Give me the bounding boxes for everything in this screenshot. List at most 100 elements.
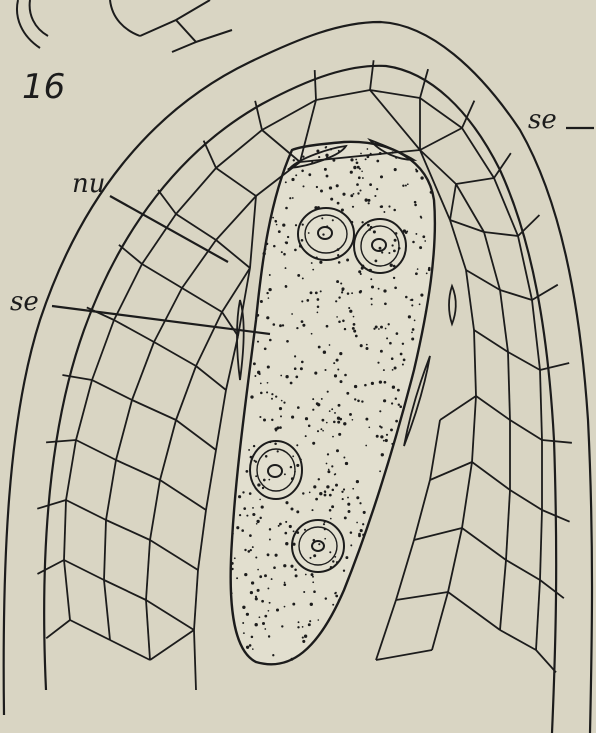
stipple-dot [311, 333, 313, 335]
stipple-dot [348, 307, 350, 309]
stipple-dot [255, 556, 257, 558]
stipple-dot [256, 314, 259, 317]
stipple-dot [334, 412, 336, 414]
stipple-dot [292, 455, 294, 457]
stipple-dot [383, 440, 385, 442]
stipple-dot [395, 397, 397, 399]
stipple-dot [282, 223, 285, 226]
stipple-dot [302, 640, 305, 643]
stipple-dot [361, 171, 363, 173]
stipple-dot [349, 310, 352, 313]
stipple-dot [296, 444, 298, 446]
stipple-dot [250, 591, 253, 594]
stipple-dot [264, 248, 266, 250]
stipple-dot [285, 267, 287, 269]
stipple-dot [242, 622, 244, 624]
stipple-dot [340, 282, 342, 284]
stipple-dot [251, 581, 254, 584]
stipple-dot [350, 158, 353, 161]
stipple-dot [232, 533, 234, 535]
stipple-dot [306, 299, 309, 302]
stipple-dot [264, 615, 267, 618]
stipple-dot [370, 153, 372, 155]
stipple-dot [312, 269, 314, 271]
stipple-dot [360, 290, 363, 293]
stipple-dot [337, 421, 340, 424]
stipple-dot [391, 443, 393, 445]
stipple-dot [320, 290, 322, 292]
stipple-dot [242, 606, 245, 609]
stipple-dot [274, 443, 277, 446]
stipple-dot [391, 402, 393, 404]
stipple-dot [360, 153, 362, 155]
stipple-dot [268, 635, 270, 637]
stipple-dot [238, 495, 241, 498]
stipple-dot [365, 198, 368, 201]
stipple-dot [249, 492, 252, 495]
stipple-dot [291, 416, 294, 419]
stipple-dot [373, 230, 376, 233]
stipple-dot [391, 151, 394, 154]
stipple-dot [332, 436, 334, 438]
stipple-dot [312, 581, 314, 583]
stipple-dot [414, 320, 416, 322]
stipple-dot [311, 262, 313, 264]
stipple-dot [346, 392, 349, 395]
stipple-dot [379, 410, 381, 412]
label-se-left: se [10, 287, 39, 317]
stipple-dot [301, 361, 304, 364]
stipple-dot [294, 569, 297, 572]
stipple-dot [246, 515, 248, 517]
stipple-dot [386, 434, 388, 436]
stipple-dot [331, 465, 333, 467]
stipple-dot [272, 217, 274, 219]
stipple-dot [338, 320, 341, 323]
stipple-dot [373, 328, 375, 330]
stipple-dot [341, 287, 344, 290]
stipple-dot [266, 243, 268, 245]
stipple-dot [414, 204, 417, 207]
stipple-dot [324, 491, 326, 493]
stipple-dot [358, 534, 361, 537]
stipple-dot [407, 183, 409, 185]
stipple-dot [383, 211, 385, 213]
stipple-dot [332, 604, 334, 606]
stipple-dot [391, 357, 394, 360]
stipple-dot [325, 597, 327, 599]
stipple-dot [234, 557, 236, 559]
stipple-dot [337, 368, 339, 370]
stipple-dot [314, 372, 317, 375]
stipple-dot [347, 503, 350, 506]
stipple-dot [374, 195, 376, 197]
stipple-dot [380, 435, 383, 438]
stipple-dot [300, 367, 303, 370]
stipple-dot [260, 300, 263, 303]
stipple-dot [309, 557, 311, 559]
stipple-dot [327, 453, 329, 455]
stipple-dot [285, 501, 288, 504]
stipple-dot [259, 416, 261, 418]
stipple-dot [343, 488, 345, 490]
stipple-dot [345, 462, 348, 465]
stipple-dot [271, 578, 273, 580]
stipple-dot [252, 513, 255, 516]
stipple-dot [366, 344, 368, 346]
stipple-dot [358, 176, 361, 179]
stipple-dot [356, 496, 359, 499]
stipple-dot [341, 291, 343, 293]
stipple-dot [385, 328, 387, 330]
stipple-dot [379, 380, 382, 383]
stipple-dot [281, 400, 283, 402]
stipple-dot [371, 303, 373, 305]
stipple-dot [252, 648, 254, 650]
stipple-dot [365, 445, 367, 447]
stipple-dot [279, 324, 282, 327]
stipple-dot [402, 184, 404, 186]
stipple-dot [285, 181, 287, 183]
figure-number: 16 [22, 67, 65, 107]
stipple-dot [248, 550, 251, 553]
stipple-dot [405, 231, 408, 234]
stipple-dot [292, 603, 295, 606]
stipple-dot [326, 485, 329, 488]
